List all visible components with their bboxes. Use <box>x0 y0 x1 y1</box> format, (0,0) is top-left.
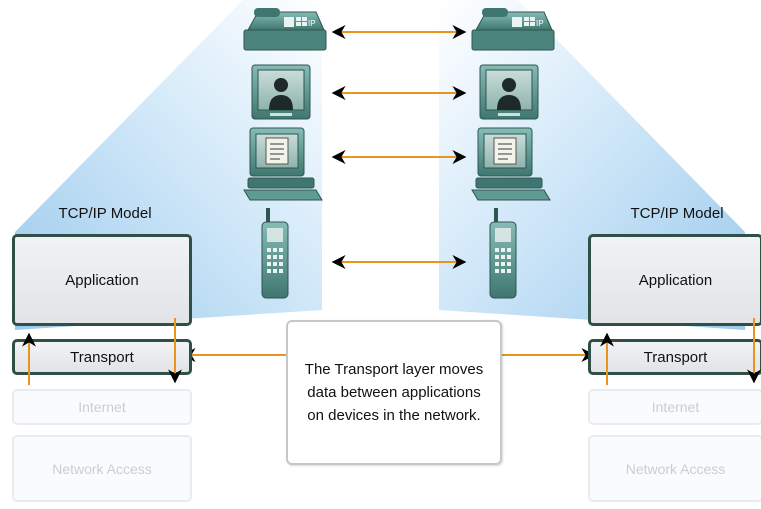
right-transport-layer: Transport <box>588 339 761 375</box>
svg-text:IP: IP <box>536 19 544 28</box>
left-model-title: TCP/IP Model <box>58 205 152 222</box>
video-monitor-icon <box>251 64 311 120</box>
left-application-layer: Application <box>12 234 192 326</box>
left-internet-layer: Internet <box>12 389 192 425</box>
left-network-access-layer: Network Access <box>12 435 192 502</box>
computer-icon <box>471 127 551 201</box>
svg-text:IP: IP <box>308 19 316 28</box>
cell-phone-icon <box>489 208 517 299</box>
left-transport-layer: Transport <box>12 339 192 375</box>
right-application-layer: Application <box>588 234 761 326</box>
right-model-title: TCP/IP Model <box>630 205 724 222</box>
transport-callout-box: The Transport layer moves data between a… <box>286 320 502 465</box>
ip-phone-icon: IP <box>471 8 555 51</box>
cell-phone-icon <box>261 208 289 299</box>
computer-icon <box>243 127 323 201</box>
video-monitor-icon <box>479 64 539 120</box>
transport-callout-text: The Transport layer moves data between a… <box>304 361 484 424</box>
right-network-access-layer: Network Access <box>588 435 761 502</box>
right-internet-layer: Internet <box>588 389 761 425</box>
ip-phone-icon: IP <box>243 8 327 51</box>
